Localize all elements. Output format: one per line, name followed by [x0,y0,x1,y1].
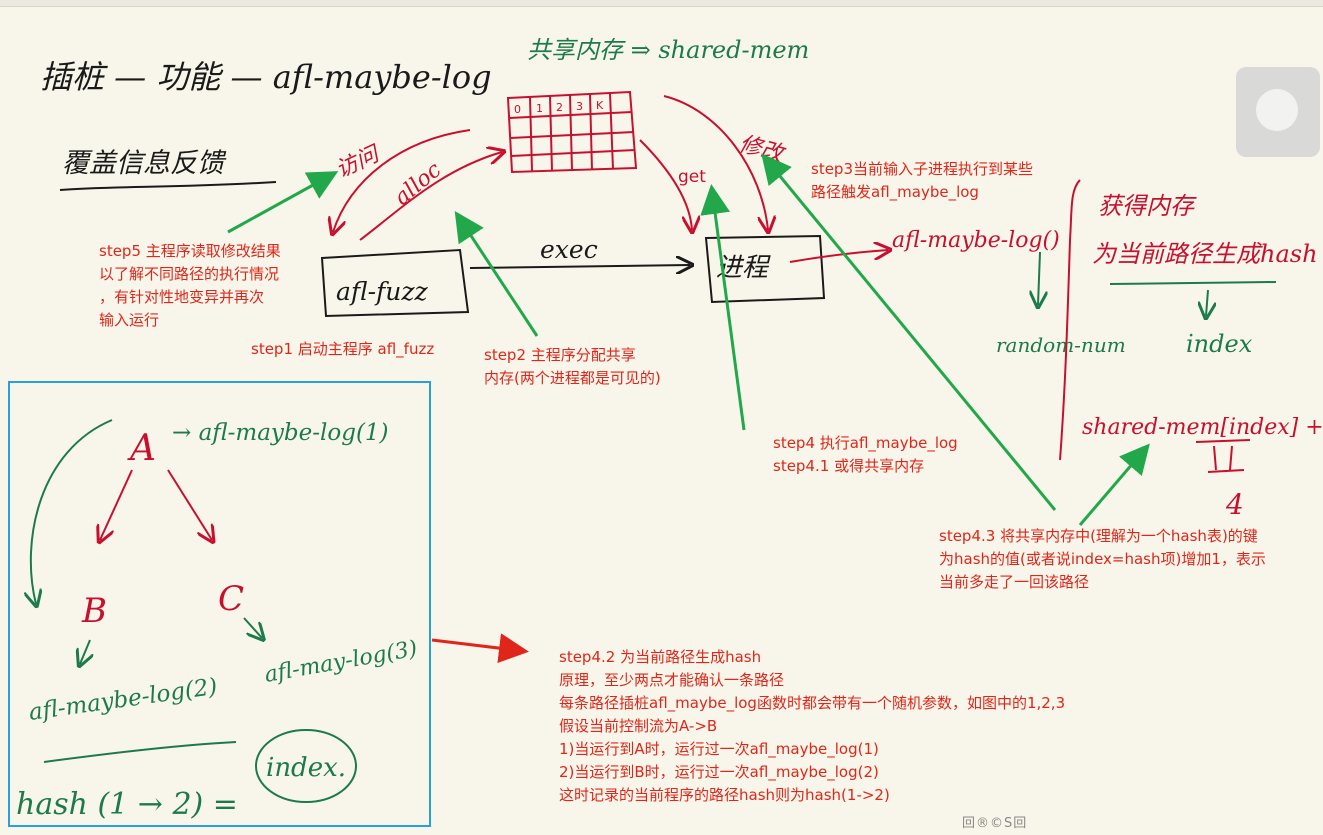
step1-note: step1 启动主程序 afl_fuzz [251,340,435,358]
afl-fuzz-label: afl-fuzz [336,277,429,306]
visit-arc [333,129,471,232]
step4-note: step4 执行afl_maybe_log step4.1 或得共享内存 [773,434,958,475]
step4-arrow [700,184,746,431]
index-circle-label: index. [266,753,346,783]
gen-hash-underline [1109,281,1277,285]
exec-arrow [469,265,690,268]
afl-fuzz-box [320,248,470,318]
subtitle-underline [59,181,277,191]
shared-mem-label: 共享内存 ⇒ shared-mem [527,36,809,64]
shared-mem-index-label: shared-mem[index] += 1 [1082,415,1323,440]
node-b: B [81,591,107,631]
modify-arc [663,95,768,230]
grid-cell-k: K [596,99,604,112]
four-label: 4 [1225,488,1244,521]
grid-cell-1: 1 [536,102,543,115]
right-brace [1059,179,1081,461]
node-c: C [218,579,244,619]
edge-a-c [167,469,212,540]
log3-label: afl-may-log(3) [263,636,420,687]
edge-c-log3 [243,617,262,638]
index-label: index [1186,330,1253,358]
alloc-arc [359,152,502,241]
visit-label: 访问 [332,141,385,184]
shared-mem-grid [506,90,638,174]
grid-cell-0: 0 [514,103,521,116]
edge-a-b [100,469,133,540]
gen-hash-label: 为当前路径生成hash [1092,240,1318,268]
random-num-arrow [1038,251,1040,305]
modify-label: 修改 [736,132,788,168]
log1-label: → afl-maybe-log(1) [172,420,389,446]
floating-control-button[interactable] [1256,89,1298,131]
step4-3-arrow-index [1078,443,1150,526]
index-circle [255,729,357,803]
log2-underline [43,741,237,763]
floating-control[interactable] [1236,67,1320,157]
step2-note: step2 主程序分配共享 内存(两个进程都是可见的) [484,346,661,387]
path-curve [31,419,113,604]
alloc-label: alloc [390,158,446,211]
watermark: 回®©S回 [962,816,1028,831]
step4-3-note: step4.3 将共享内存中(理解为一个hash表)的键 为hash的值(或者说… [939,527,1266,591]
process-box [704,234,826,304]
log2-label: afl-maybe-log(2) [27,674,219,726]
node-a: A [127,428,156,469]
random-num-label: random-num [996,333,1126,357]
afl-maybe-log-call: afl-maybe-log() [892,228,1060,253]
index-arrow [1206,289,1208,316]
step4-2-arrow [431,633,529,664]
get-arc [639,139,692,230]
trigger-arrow [789,250,888,263]
hash-expr: hash (1 → 2) = [16,787,238,822]
step5-arrow [227,171,339,234]
example-box [8,381,431,827]
exec-label: exec [540,235,598,264]
step4-3-arrow-modify [761,153,1057,511]
equals-mark [1195,439,1251,473]
top-bar [0,0,1323,7]
grid-cell-3: 3 [576,100,583,113]
grid-cell-2: 2 [556,101,563,114]
step2-arrow [454,210,539,337]
subtitle-text: 覆盖信息反馈 [62,148,227,179]
edge-b-log2 [80,639,90,664]
step5-note: step5 主程序读取修改结果 以了解不同路径的执行情况 ，有针对性地变异并再次… [99,242,281,329]
step3-note: step3当前输入子进程执行到某些 路径触发afl_maybe_log [811,160,1033,201]
title-text: 插桩 — 功能 — afl-maybe-log [40,58,492,96]
step4-2-note: step4.2 为当前路径生成hash 原理，至少两点才能确认一条路径 每条路径… [559,648,1066,804]
get-memory-label: 获得内存 [1098,192,1197,220]
get-label: get [678,167,706,187]
